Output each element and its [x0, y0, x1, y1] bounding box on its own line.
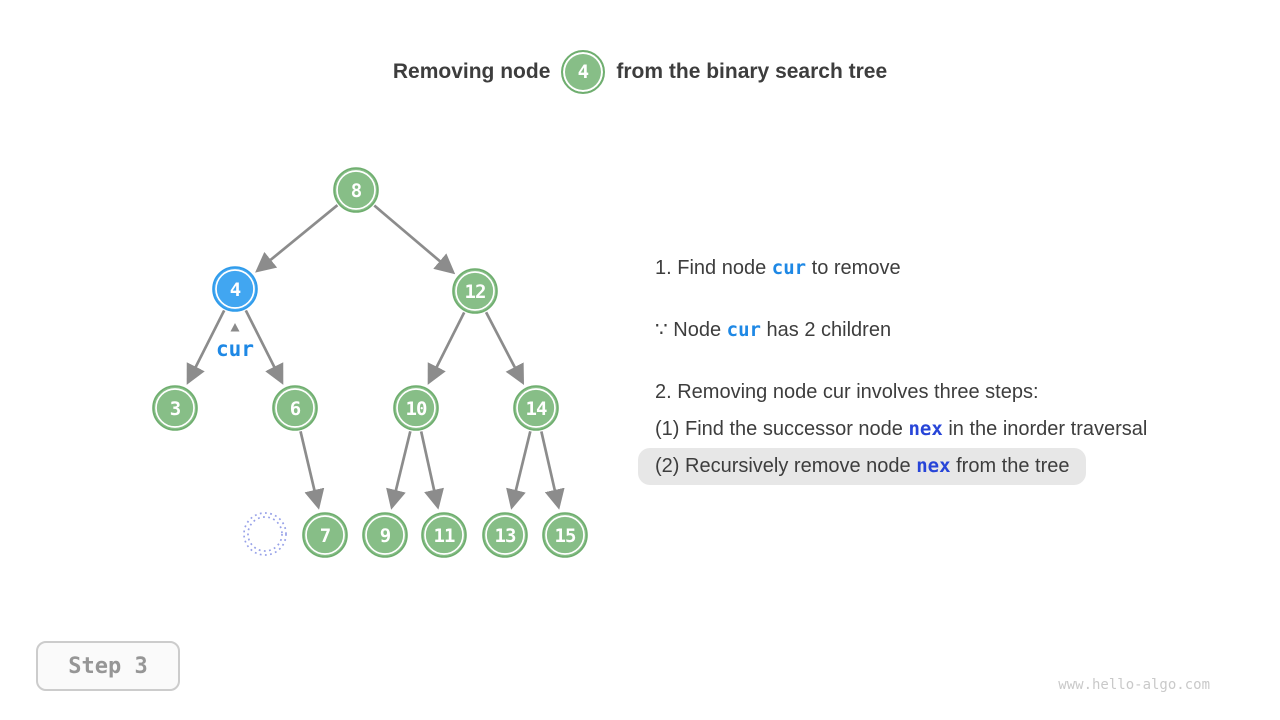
- note-line: (1) Find the successor node nex in the i…: [655, 411, 1147, 448]
- tree-node-value: 12: [465, 281, 486, 303]
- tree-node-value: 11: [434, 525, 455, 547]
- tree-node-value: 15: [555, 525, 576, 547]
- note-text: ∵ Node: [655, 319, 727, 341]
- code-token-nex: nex: [908, 418, 943, 440]
- note-text: (1) Find the successor node: [655, 418, 909, 440]
- tree-node-value: 6: [290, 398, 301, 420]
- tree-node-9: 9: [362, 512, 408, 558]
- step-badge: Step 3: [36, 641, 180, 691]
- tree-node-value: 14: [526, 398, 547, 420]
- note-text: 2. Removing node cur involves three step…: [655, 381, 1039, 403]
- note-line: 1. Find node cur to remove: [655, 250, 1147, 287]
- tree-node-12: 12: [452, 268, 498, 314]
- tree-node-6: 6: [272, 385, 318, 431]
- tree-node-15: 15: [542, 512, 588, 558]
- title-prefix: Removing node: [392, 60, 551, 83]
- note-line: 2. Removing node cur involves three step…: [655, 374, 1147, 411]
- tree-edge-12-14: [484, 311, 525, 385]
- tree-node-value: 7: [320, 525, 331, 547]
- note-text: (2) Recursively remove node: [655, 455, 917, 477]
- note-text: to remove: [806, 257, 901, 279]
- tree-node-10: 10: [393, 385, 439, 431]
- note-line: ∵ Node cur has 2 children: [655, 312, 1147, 349]
- tree-node-14: 14: [513, 385, 559, 431]
- note-text: 1. Find node: [655, 257, 772, 279]
- title-node-value: 4: [577, 61, 590, 83]
- tree-edge-6-7: [299, 431, 325, 510]
- notes-panel: 1. Find node cur to remove ∵ Node cur has…: [638, 250, 1147, 485]
- tree-node-13: 13: [482, 512, 528, 558]
- tree-node-7: 7: [302, 512, 348, 558]
- tree-node-placeholder: [243, 512, 287, 556]
- tree-edge-4-3: [186, 309, 226, 385]
- watermark: www.hello-algo.com: [1058, 677, 1210, 693]
- tree-edge-12-10: [427, 311, 466, 385]
- tree-node-value: 13: [495, 525, 516, 547]
- title-node-circle: 4: [561, 50, 606, 94]
- tree-node-value: 3: [170, 398, 181, 420]
- page-title: Removing node 4 from the binary search t…: [0, 50, 1280, 94]
- title-suffix: from the binary search tree: [616, 60, 888, 83]
- tree-node-value: 10: [406, 398, 427, 420]
- cur-pointer-label: cur: [216, 337, 254, 361]
- note-line-highlighted: (2) Recursively remove node nex from the…: [638, 448, 1087, 485]
- note-text: from the tree: [950, 455, 1070, 477]
- tree-node-value: 4: [230, 279, 241, 301]
- tree-node-value: 9: [380, 525, 391, 547]
- code-token-nex: nex: [916, 455, 951, 477]
- tree-edge-14-15: [540, 431, 565, 510]
- tree-node-11: 11: [421, 512, 467, 558]
- tree-node-8: 8: [333, 167, 379, 213]
- tree-edge-8-4: [255, 204, 339, 273]
- tree-edge-8-12: [373, 204, 456, 275]
- cur-caret-icon: [230, 323, 240, 332]
- note-text: has 2 children: [760, 319, 892, 341]
- code-token-cur: cur: [726, 319, 761, 341]
- note-text: in the inorder traversal: [942, 418, 1148, 440]
- tree-edge-10-11: [419, 431, 444, 510]
- tree-node-value: 8: [351, 180, 362, 202]
- tree-edge-14-13: [506, 430, 532, 510]
- tree-node-4: 4: [212, 266, 258, 312]
- step-badge-label: Step 3: [68, 653, 148, 679]
- tree-edge-4-6: [244, 309, 284, 385]
- tree-edge-10-9: [386, 430, 412, 510]
- tree-node-3: 3: [152, 385, 198, 431]
- code-token-cur: cur: [771, 257, 807, 279]
